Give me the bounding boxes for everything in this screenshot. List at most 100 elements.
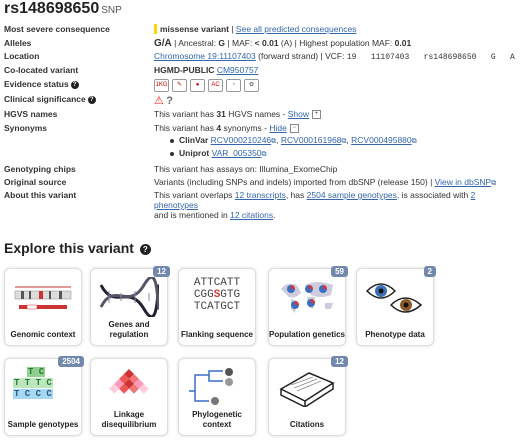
help-icon[interactable]: ? <box>139 243 151 255</box>
row-location: Location Chromosome 19:11107403 (forward… <box>4 51 516 65</box>
flanking-variant-base: S <box>213 289 221 301</box>
tile-label: Flanking sequence <box>180 330 254 339</box>
external-link-icon: ⧉ <box>341 138 347 145</box>
uncertain-question-icon: ? <box>166 95 173 107</box>
synonyms-prefix: This variant has <box>154 123 214 133</box>
tile-phenotype-data[interactable]: 2 Phenotype data <box>356 266 436 346</box>
book-icon <box>279 372 335 407</box>
external-link-icon: ⧉ <box>411 138 417 145</box>
row-clinical: Clinical significance? ⚠ ? <box>4 94 516 109</box>
synonyms-hide-link[interactable]: Hide <box>269 123 287 133</box>
tile-label: Citations <box>289 420 325 429</box>
external-link-icon: ⧉ <box>261 151 267 158</box>
tile-badge: 12 <box>331 356 348 367</box>
label-clinical: Clinical significance <box>4 94 86 104</box>
tile-sample-genotypes[interactable]: 2504 T C T T T C T C C C Sample genotype… <box>4 356 84 436</box>
tile-genes-regulation[interactable]: 12 Genes and regulation <box>90 266 170 346</box>
tile-badge: 12 <box>153 266 170 277</box>
tile-citations[interactable]: 12 Citations <box>268 356 348 436</box>
tile-label: Population genetics <box>269 330 346 339</box>
tile-population-genetics[interactable]: 59 Population genetics <box>268 266 348 346</box>
label-source: Original source <box>4 177 67 187</box>
evidence-phenotype-icon: ✿ <box>244 79 259 92</box>
genotype-row: T C <box>27 367 46 377</box>
genotype-row: T T T C <box>13 378 53 388</box>
help-icon[interactable]: ? <box>87 95 96 104</box>
hgvs-count: 31 <box>216 109 226 119</box>
genotypes-link[interactable]: 2504 sample genotypes <box>306 190 397 200</box>
strand: (forward strand) <box>258 51 319 61</box>
tile-badge: 59 <box>331 266 348 277</box>
ancestral-value: G <box>218 38 226 48</box>
maf-value: < 0.01 <box>254 38 279 48</box>
synonyms-suffix: synonyms - <box>223 123 267 133</box>
all-consequences-link[interactable]: See all predicted consequences <box>235 24 357 34</box>
dna-helix-icon <box>99 277 159 317</box>
phylogenetic-tree-icon <box>189 368 233 405</box>
hgvs-show-link[interactable]: Show <box>287 109 310 119</box>
row-severe: Most severe consequence missense variant… <box>4 24 516 38</box>
highest-maf-value: 0.01 <box>394 38 412 48</box>
clinvar-label: ClinVar <box>179 135 209 145</box>
flanking-sequence-icon: ATTCATT CGGSGTG TCATGCT <box>179 277 255 313</box>
tile-badge: 2504 <box>58 356 84 367</box>
about-text: This variant overlaps <box>154 190 233 200</box>
tile-label: Genes and regulation <box>108 320 150 339</box>
variant-summary: Most severe consequence missense variant… <box>4 24 516 220</box>
row-hgvs: HGVS names This variant has 31 HGVS name… <box>4 109 516 123</box>
row-uniprot: Uniprot VAR_005350⧉ <box>4 148 516 164</box>
uniprot-link[interactable]: VAR_005350 <box>211 148 262 158</box>
vcf-label: VCF: <box>325 51 345 61</box>
about-text: , is associated with <box>396 190 469 200</box>
colocated-id-link[interactable]: CM950757 <box>216 65 259 75</box>
label-evidence: Evidence status <box>4 79 69 89</box>
label-colocated: Co-located variant <box>4 65 79 75</box>
external-link-icon: ⧉ <box>271 138 277 145</box>
synonyms-count: 4 <box>216 123 222 133</box>
world-map-icon <box>281 282 333 313</box>
tile-flanking-sequence[interactable]: ATTCATT CGGSGTG TCATGCT Flanking sequenc… <box>178 268 256 346</box>
tile-label: Sample genotypes <box>7 420 79 429</box>
source-text: Variants (including SNPs and indels) imp… <box>154 177 428 187</box>
flanking-part: CGG <box>193 289 214 301</box>
expand-icon[interactable]: + <box>312 110 322 120</box>
tile-label: Phenotype data <box>365 330 425 339</box>
citations-link[interactable]: 12 citations <box>230 210 274 220</box>
clinvar-link[interactable]: RCV000210246 <box>210 135 272 145</box>
uniprot-label: Uniprot <box>179 148 210 158</box>
ancestral-label: Ancestral: <box>178 38 217 48</box>
severe-value: missense variant <box>154 24 229 34</box>
transcripts-link[interactable]: 12 transcripts <box>234 190 286 200</box>
pathogenic-warning-icon: ⚠ <box>154 95 164 107</box>
collapse-icon[interactable]: − <box>289 124 299 134</box>
flanking-line: TCATGCT <box>193 301 241 313</box>
tile-phylogenetic-context[interactable]: Phylogenetic context <box>178 358 256 436</box>
clinvar-link[interactable]: RCV000495880 <box>351 135 412 145</box>
about-text: and is mentioned in <box>154 210 228 220</box>
allele-value: G/A <box>154 38 172 49</box>
location-link[interactable]: Chromosome 19:11107403 <box>154 51 256 61</box>
phenotypes-link[interactable]: 2 phenotypes <box>154 190 476 210</box>
maf-label: MAF: <box>231 38 253 48</box>
bullet <box>170 151 174 156</box>
label-synonyms: Synonyms <box>4 123 47 133</box>
clinvar-link[interactable]: RCV000161968 <box>280 135 342 145</box>
genotypes-icon: T C T T T C T C C C <box>13 367 53 400</box>
dbsnp-link[interactable]: View in dbSNP <box>434 177 492 187</box>
vcf-value: 19 11107403 rs148698650 G A <box>346 53 515 62</box>
label-severe: Most severe consequence <box>4 24 110 34</box>
ld-triangle-icon <box>109 369 149 394</box>
explore-title-text: Explore this variant <box>4 240 134 256</box>
about-text: . <box>273 210 276 220</box>
label-alleles: Alleles <box>4 38 32 48</box>
tile-genomic-context[interactable]: Genomic context <box>4 268 82 346</box>
evidence-cited-icon: ✎ <box>172 79 187 92</box>
evidence-frequency-icon: ◔ <box>226 79 241 92</box>
tile-linkage-disequilibrium[interactable]: Linkage disequilibrium <box>90 358 168 436</box>
help-icon[interactable]: ? <box>70 80 79 89</box>
label-hgvs: HGVS names <box>4 109 58 119</box>
row-clinvar: ClinVar RCV000210246⧉, RCV000161968⧉, RC… <box>4 135 516 148</box>
tile-label: Phylogenetic context <box>192 410 242 429</box>
row-evidence: Evidence status? 1KG✎●AC◔✿ <box>4 79 516 94</box>
